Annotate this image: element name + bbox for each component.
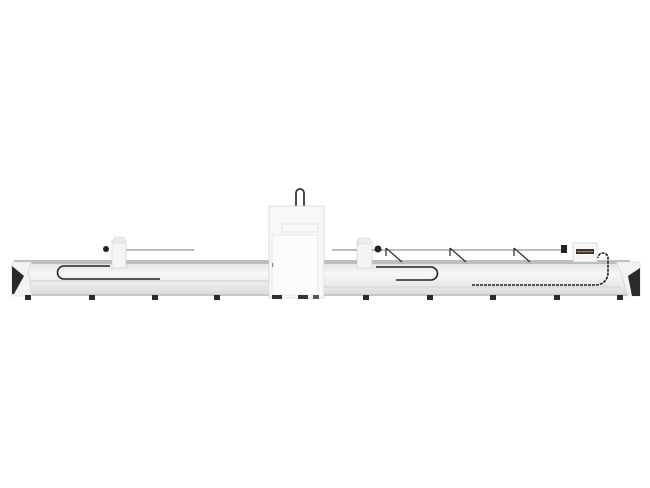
right-chuck [332, 237, 598, 269]
left-drag-chain [56, 265, 160, 280]
left-bed [11, 260, 270, 297]
right-drag-chain-upper [376, 266, 439, 281]
machine-feet [25, 295, 623, 300]
cabinet-handle [295, 188, 305, 208]
tube-support [385, 247, 531, 263]
right-drag-chain-lower [472, 252, 609, 286]
right-bed [324, 260, 641, 297]
laser-head-cabinet [268, 188, 325, 299]
left-chuck [103, 236, 194, 269]
